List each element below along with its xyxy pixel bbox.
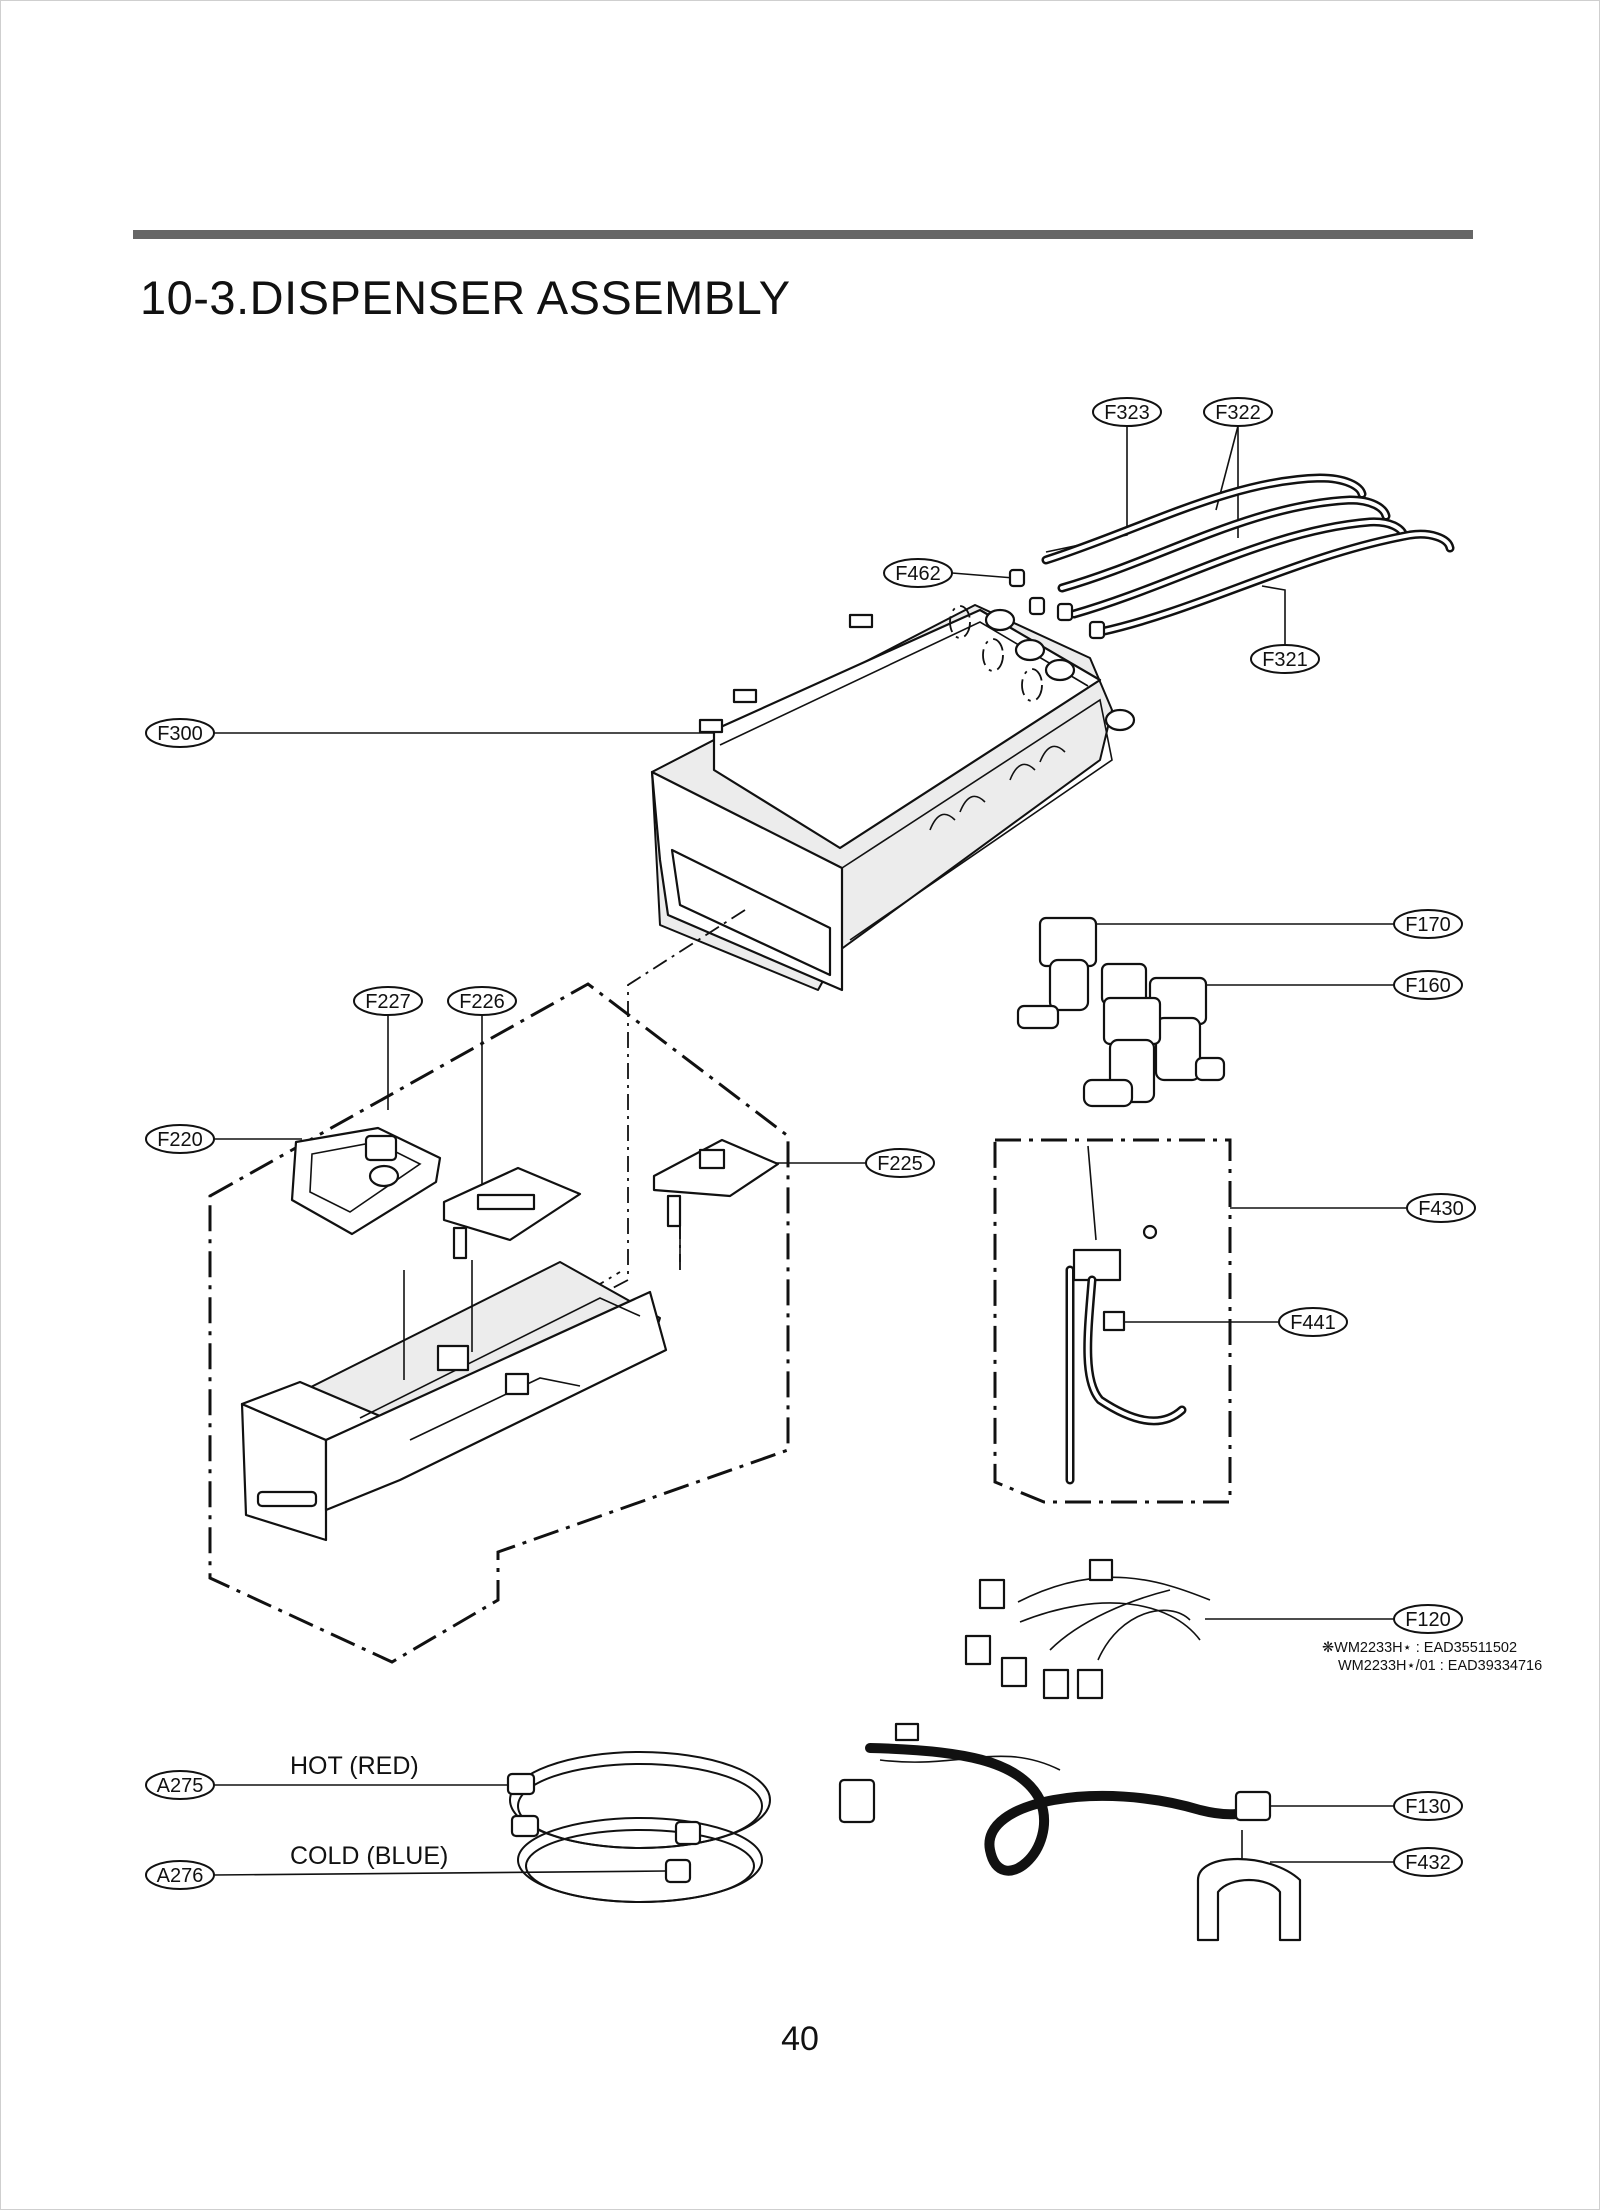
callout-f323[interactable]: F323 [1092, 397, 1162, 427]
callout-f226[interactable]: F226 [447, 986, 517, 1016]
detergent-drawer [240, 1226, 681, 1542]
callout-f170[interactable]: F170 [1393, 909, 1463, 939]
svg-text:F300: F300 [157, 723, 203, 745]
callout-a276[interactable]: A276 [145, 1860, 215, 1890]
callout-f160[interactable]: F160 [1393, 970, 1463, 1000]
f120-note-line2: WM2233H⋆/01 : EAD39334716 [1338, 1658, 1542, 1674]
callout-f321[interactable]: F321 [1250, 644, 1320, 674]
dispenser-hoses [1008, 473, 1455, 640]
assembly-path [589, 909, 746, 1301]
callout-f300[interactable]: F300 [145, 718, 215, 748]
svg-text:F130: F130 [1405, 1796, 1451, 1818]
callout-a275[interactable]: A275 [145, 1770, 215, 1800]
svg-text:F441: F441 [1290, 1312, 1336, 1334]
svg-text:F160: F160 [1405, 975, 1451, 997]
svg-text:F321: F321 [1262, 649, 1308, 671]
harness-clip-f432 [1196, 1830, 1302, 1942]
svg-text:F323: F323 [1104, 402, 1150, 424]
f120-note-line1: ❋WM2233H⋆ : EAD35511502 [1322, 1640, 1517, 1656]
title-rule [133, 230, 1473, 239]
wire-harness-f130 [838, 1722, 1272, 1876]
page-number: 40 [781, 2020, 819, 2058]
wire-harness-f120 [964, 1558, 1211, 1700]
callout-f227[interactable]: F227 [353, 986, 423, 1016]
callout-f430[interactable]: F430 [1406, 1193, 1476, 1223]
callout-f441[interactable]: F441 [1278, 1307, 1348, 1337]
inlet-valves [1016, 916, 1226, 1108]
svg-text:F220: F220 [157, 1129, 203, 1151]
hot-hose-label: HOT (RED) [290, 1752, 419, 1780]
svg-text:F462: F462 [895, 563, 941, 585]
drawer-subassembly-boundary [208, 982, 790, 1664]
svg-text:A276: A276 [157, 1865, 204, 1887]
cold-hose-label: COLD (BLUE) [290, 1842, 448, 1870]
callout-f220[interactable]: F220 [145, 1124, 215, 1154]
pressure-hose-subassembly [993, 1138, 1232, 1504]
svg-text:F430: F430 [1418, 1198, 1464, 1220]
dispenser-housing [650, 604, 1136, 992]
callout-f432[interactable]: F432 [1393, 1847, 1463, 1877]
callout-f322[interactable]: F322 [1203, 397, 1273, 427]
svg-text:F322: F322 [1215, 402, 1261, 424]
svg-text:F225: F225 [877, 1153, 923, 1175]
bleach-cap-f225 [652, 1138, 780, 1228]
callout-f462[interactable]: F462 [883, 558, 953, 588]
callout-f120[interactable]: F120 [1393, 1604, 1463, 1634]
callout-f130[interactable]: F130 [1393, 1791, 1463, 1821]
svg-text:F432: F432 [1405, 1852, 1451, 1874]
inlet-hoses [506, 1751, 771, 1903]
svg-text:A275: A275 [157, 1775, 204, 1797]
svg-text:F120: F120 [1405, 1609, 1451, 1631]
svg-text:F170: F170 [1405, 914, 1451, 936]
svg-text:F227: F227 [365, 991, 411, 1013]
siphon-cap-f220 [290, 1126, 442, 1236]
softener-cap-f226 [442, 1166, 582, 1260]
page-title: 10-3.DISPENSER ASSEMBLY [140, 271, 791, 324]
svg-text:F226: F226 [459, 991, 505, 1013]
callout-f225[interactable]: F225 [865, 1148, 935, 1178]
